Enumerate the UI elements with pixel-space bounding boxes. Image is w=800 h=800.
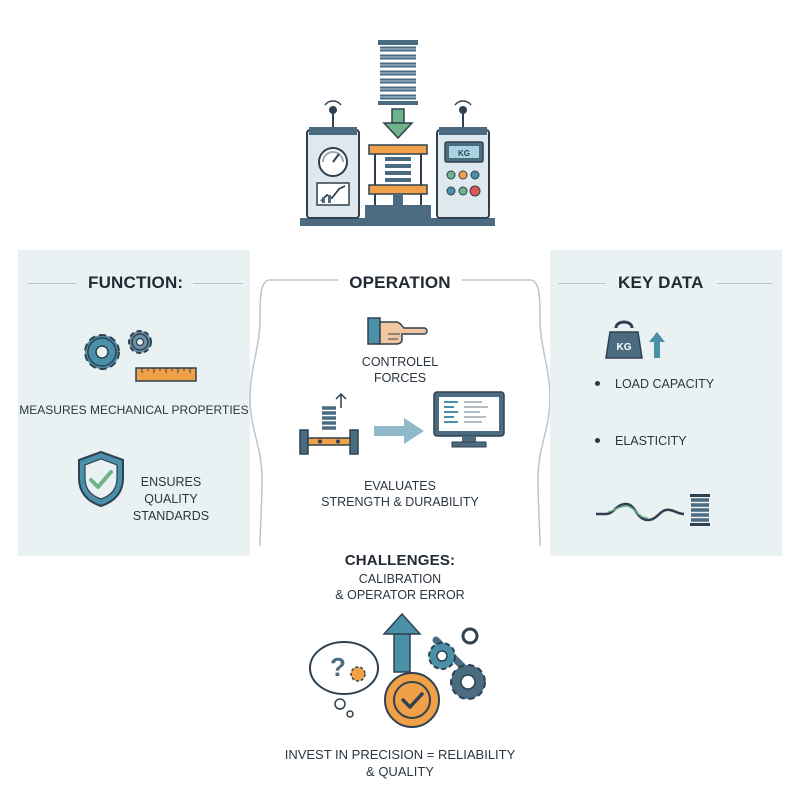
gear-icon [84, 334, 120, 370]
spring-icon [690, 494, 710, 526]
key-data-heading-rule-left [558, 283, 606, 284]
operation-item-evaluates-line2: STRENGTH & DURABILITY [321, 495, 479, 509]
key-data-bullet-load-capacity: LOAD CAPACITY [595, 377, 714, 391]
footer-line2: & QUALITY [366, 764, 434, 779]
test-rig-icon [299, 392, 359, 455]
svg-text:?: ? [330, 652, 346, 682]
gear-icon [128, 330, 152, 354]
ruler-icon [135, 367, 197, 382]
key-data-heading: KEY DATA [618, 273, 704, 292]
wave-spring-illustration [596, 494, 710, 526]
up-arrow-icon [382, 612, 422, 673]
chart-icon [316, 182, 350, 206]
wave-icon [596, 502, 685, 522]
bullet-text: ELASTICITY [615, 434, 687, 448]
function-heading-rule-right [193, 283, 243, 284]
down-arrow-icon [382, 108, 414, 140]
testing-machine-icon: KG [300, 40, 495, 226]
bullet-text: LOAD CAPACITY [615, 377, 715, 391]
function-item-ensures-line1: ENSURES [140, 475, 202, 489]
footer-line1: INVEST IN PRECISION = RELIABILITY [284, 747, 516, 762]
operation-item-evaluates-line1: EVALUATES [364, 479, 436, 493]
bullet-dot [595, 438, 600, 444]
up-arrow-icon [649, 332, 665, 358]
key-data-bullet-elasticity: ELASTICITY [595, 434, 687, 448]
spring-icon [378, 40, 418, 105]
gears-ruler-illustration [84, 330, 197, 382]
hand-pointing-icon [367, 317, 428, 345]
challenges-heading: CHALLENGES: [344, 552, 456, 569]
svg-text:KG: KG [617, 342, 632, 353]
kettlebell-icon: KG [605, 320, 665, 359]
operation-item-forces-line2: FORCES [373, 371, 427, 385]
gauge-icon [318, 147, 348, 177]
shield-check-icon [78, 450, 124, 508]
function-item-measures: MEASURES MECHANICAL PROPERTIES [19, 403, 249, 417]
key-data-heading-rule-right [717, 283, 772, 284]
right-arrow-icon [374, 418, 424, 444]
gear-icon [450, 664, 486, 700]
gear-icon [428, 642, 456, 670]
bullet-dot [595, 381, 600, 387]
testing-machine-illustration: KG [295, 35, 500, 230]
svg-text:KG: KG [458, 149, 470, 158]
function-heading: FUNCTION: [88, 273, 184, 292]
operation-item-forces-line1: CONTROLEL [361, 355, 439, 369]
function-item-ensures-line2: QUALITY [144, 492, 198, 506]
operation-heading: OPERATION [349, 273, 451, 292]
precision-illustration: ? [309, 612, 486, 728]
challenges-line2: & OPERATOR ERROR [335, 588, 465, 602]
function-heading-rule-left [28, 283, 76, 284]
function-panel [18, 250, 250, 556]
check-badge-icon [384, 672, 440, 728]
challenges-line1: CALIBRATION [358, 572, 442, 586]
function-item-ensures-line3: STANDARDS [132, 509, 210, 523]
thought-bubble-icon: ? [309, 641, 379, 718]
monitor-icon [433, 391, 505, 448]
key-data-panel [550, 250, 782, 556]
